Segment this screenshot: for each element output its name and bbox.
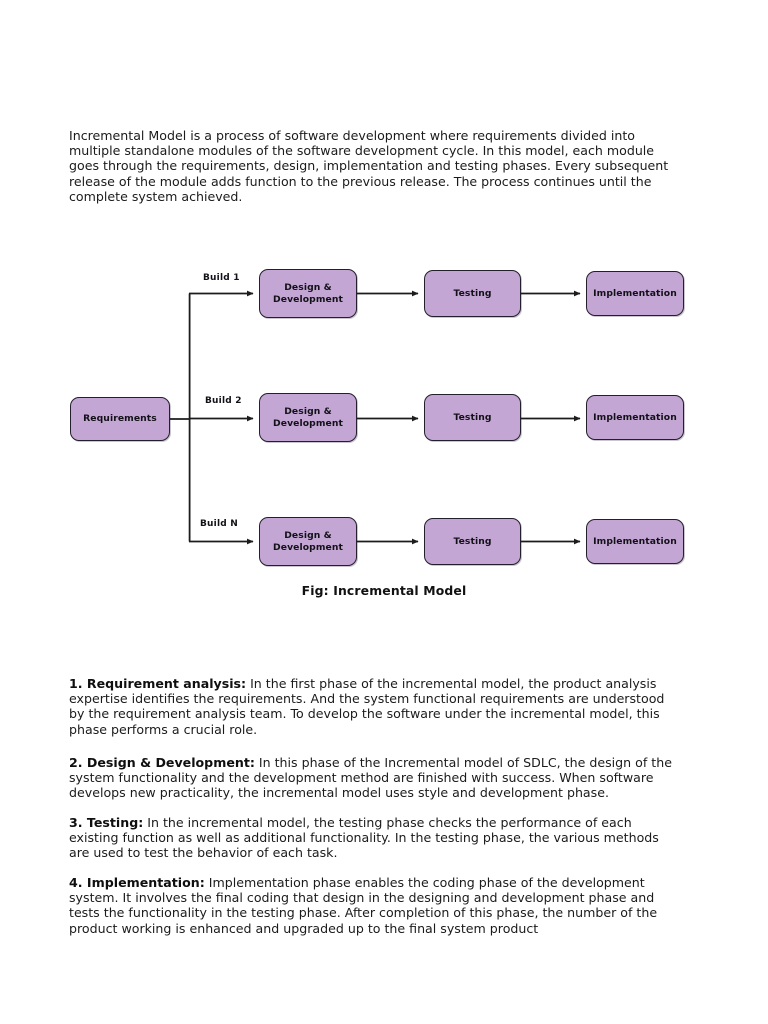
diagram-node-design-development-build2[interactable]: Design & Development bbox=[259, 393, 357, 442]
phase-body-1: In the first phase of the incremental mo… bbox=[69, 675, 665, 737]
diagram-node-testing-build1[interactable]: Testing bbox=[424, 270, 521, 317]
phase-heading-1: 1. Requirement analysis: bbox=[69, 675, 247, 691]
phase-heading-3: 3. Testing: bbox=[69, 814, 144, 830]
diagram-node-implementation-build1[interactable]: Implementation bbox=[586, 271, 684, 316]
intro-paragraph: Incremental Model is a process of softwa… bbox=[69, 127, 669, 205]
phase-heading-4: 4. Implementation: bbox=[69, 874, 205, 890]
phase-paragraph-requirement-analysis: 1. Requirement analysis: In the first ph… bbox=[69, 676, 681, 738]
build-label-1: Build 1 bbox=[203, 273, 240, 283]
phase-heading-2: 2. Design & Development: bbox=[69, 754, 255, 770]
diagram-node-testing-build2[interactable]: Testing bbox=[424, 394, 521, 441]
phase-paragraph-design-development: 2. Design & Development: In this phase o… bbox=[69, 755, 681, 801]
diagram-node-requirements[interactable]: Requirements bbox=[70, 397, 170, 441]
diagram-node-testing-buildn[interactable]: Testing bbox=[424, 518, 521, 565]
figure-caption: Fig: Incremental Model bbox=[301, 583, 467, 598]
phase-body-2: In this phase of the Incremental model o… bbox=[69, 754, 672, 801]
phase-body-3: In the incremental model, the testing ph… bbox=[69, 814, 659, 861]
phase-body-4: Implementation phase enables the coding … bbox=[69, 874, 658, 936]
diagram-node-design-development-build1[interactable]: Design & Development bbox=[259, 269, 357, 318]
phase-paragraph-testing: 3. Testing: In the incremental model, th… bbox=[69, 815, 681, 861]
build-label-3: Build N bbox=[200, 519, 238, 529]
diagram-node-implementation-build2[interactable]: Implementation bbox=[586, 395, 684, 440]
diagram-node-design-development-buildn[interactable]: Design & Development bbox=[259, 517, 357, 566]
build-label-2: Build 2 bbox=[205, 396, 242, 406]
diagram-node-implementation-buildn[interactable]: Implementation bbox=[586, 519, 684, 564]
phase-paragraph-implementation: 4. Implementation: Implementation phase … bbox=[69, 875, 681, 937]
